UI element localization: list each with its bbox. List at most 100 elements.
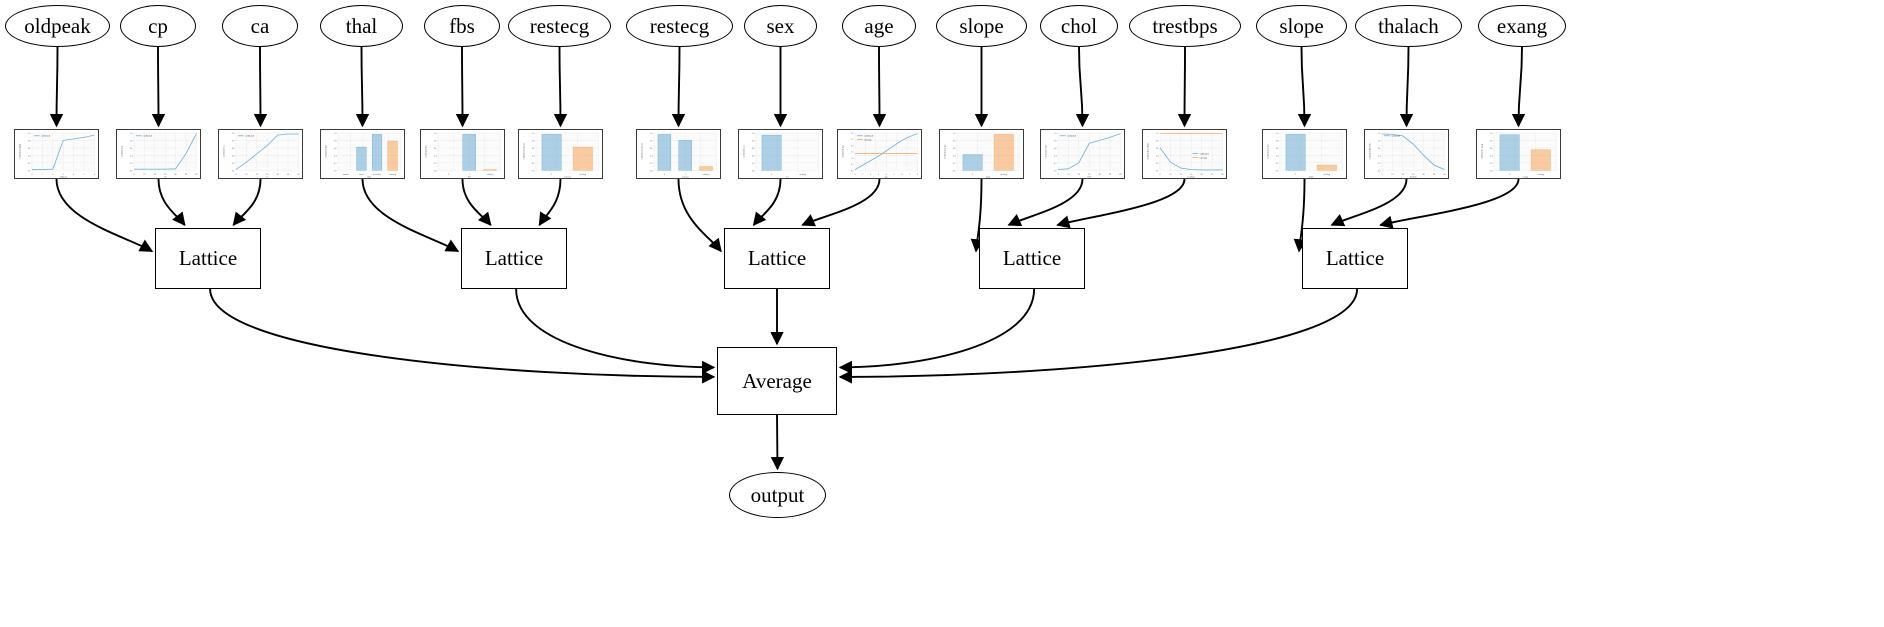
svg-text:calibrated trestbps: calibrated trestbps bbox=[1148, 143, 1150, 160]
feature-node-13[interactable]: thalach bbox=[1355, 5, 1462, 47]
svg-text:60: 60 bbox=[1221, 174, 1223, 176]
svg-text:normal: normal bbox=[343, 174, 349, 176]
svg-text:0.2: 0.2 bbox=[1276, 163, 1279, 165]
svg-text:oldpeak: oldpeak bbox=[60, 177, 68, 178]
svg-text:0: 0 bbox=[1381, 174, 1382, 176]
svg-text:calibrated age: calibrated age bbox=[842, 145, 845, 158]
svg-text:0.4: 0.4 bbox=[232, 155, 236, 157]
svg-text:calibrated chol: calibrated chol bbox=[1046, 144, 1048, 158]
feature-node-2[interactable]: ca bbox=[222, 5, 298, 47]
feature-node-0[interactable]: oldpeak bbox=[5, 5, 110, 47]
svg-text:calibrated: calibrated bbox=[143, 136, 153, 138]
average-node[interactable]: Average bbox=[717, 347, 837, 415]
feature-node-8[interactable]: age bbox=[842, 5, 916, 47]
svg-text:thal: thal bbox=[367, 177, 371, 178]
svg-text:1.0: 1.0 bbox=[851, 158, 854, 160]
feature-label: exang bbox=[1496, 13, 1548, 38]
feature-node-11[interactable]: trestbps bbox=[1129, 5, 1241, 47]
svg-text:0.8: 0.8 bbox=[1156, 140, 1159, 142]
svg-text:2: 2 bbox=[870, 174, 871, 176]
lattice-node-4[interactable]: Lattice bbox=[1302, 228, 1408, 289]
svg-text:0.6: 0.6 bbox=[1054, 148, 1057, 150]
feature-label: trestbps bbox=[1152, 13, 1218, 38]
svg-text:0: 0 bbox=[771, 174, 772, 176]
lattice-label: Lattice bbox=[1325, 246, 1385, 270]
lattice-node-3[interactable]: Lattice bbox=[979, 228, 1085, 289]
svg-text:0.6: 0.6 bbox=[28, 148, 31, 150]
svg-text:0.4: 0.4 bbox=[434, 155, 438, 157]
feature-node-9[interactable]: slope bbox=[936, 5, 1027, 47]
svg-text:40: 40 bbox=[1099, 174, 1101, 176]
svg-text:0.6: 0.6 bbox=[130, 148, 133, 150]
average-label: Average bbox=[742, 368, 812, 393]
feature-node-3[interactable]: thal bbox=[320, 5, 403, 47]
svg-text:calibrated restecg: calibrated restecg bbox=[523, 143, 526, 160]
svg-text:0.4: 0.4 bbox=[532, 155, 536, 157]
svg-text:30: 30 bbox=[1190, 174, 1192, 176]
svg-text:60: 60 bbox=[1443, 174, 1445, 176]
feature-node-4[interactable]: fbs bbox=[424, 5, 500, 47]
svg-text:0.0: 0.0 bbox=[1378, 170, 1381, 172]
svg-text:30: 30 bbox=[1412, 174, 1414, 176]
svg-text:chol: chol bbox=[1087, 177, 1091, 178]
feature-node-7[interactable]: sex bbox=[744, 5, 817, 47]
svg-text:0.8: 0.8 bbox=[1378, 140, 1381, 142]
svg-text:0: 0 bbox=[235, 174, 236, 176]
svg-text:0.2: 0.2 bbox=[232, 163, 235, 165]
svg-text:40: 40 bbox=[175, 174, 177, 176]
svg-text:exang: exang bbox=[1522, 176, 1528, 178]
lattice-node-1[interactable]: Lattice bbox=[461, 228, 567, 289]
svg-text:1.0: 1.0 bbox=[1378, 133, 1381, 135]
svg-text:0.0: 0.0 bbox=[1276, 170, 1279, 172]
svg-text:ca: ca bbox=[266, 177, 268, 178]
feature-node-14[interactable]: exang bbox=[1478, 5, 1566, 47]
feature-node-5[interactable]: restecg bbox=[508, 5, 611, 47]
feature-node-1[interactable]: cp bbox=[120, 5, 196, 47]
svg-text:0.4: 0.4 bbox=[28, 155, 32, 157]
svg-text:missing: missing bbox=[1538, 173, 1546, 176]
svg-text:10: 10 bbox=[245, 174, 247, 176]
svg-text:calibrated: calibrated bbox=[1067, 136, 1077, 138]
svg-text:0.2: 0.2 bbox=[953, 163, 956, 165]
svg-text:10: 10 bbox=[143, 174, 145, 176]
svg-text:slope: slope bbox=[986, 177, 991, 178]
feature-node-10[interactable]: chol bbox=[1040, 5, 1118, 47]
svg-text:0.2: 0.2 bbox=[752, 163, 755, 165]
svg-text:30: 30 bbox=[266, 174, 268, 176]
svg-text:trestbps: trestbps bbox=[1188, 177, 1195, 178]
svg-text:60: 60 bbox=[195, 174, 197, 176]
feature-label: slope bbox=[959, 13, 1004, 38]
svg-text:missing: missing bbox=[864, 139, 872, 142]
feature-node-12[interactable]: slope bbox=[1256, 5, 1347, 47]
svg-text:1.0: 1.0 bbox=[1054, 133, 1057, 135]
svg-text:calibrated exang: calibrated exang bbox=[1481, 143, 1484, 159]
lattice-node-2[interactable]: Lattice bbox=[724, 228, 830, 289]
svg-text:calibrated fbs: calibrated fbs bbox=[425, 145, 428, 158]
feature-node-6[interactable]: restecg bbox=[626, 5, 733, 47]
lattice-node-0[interactable]: Lattice bbox=[155, 228, 261, 289]
svg-text:2.0: 2.0 bbox=[851, 145, 854, 147]
svg-text:0.6: 0.6 bbox=[1156, 148, 1159, 150]
svg-text:30: 30 bbox=[164, 174, 166, 176]
svg-text:missing: missing bbox=[1200, 156, 1208, 159]
svg-text:20: 20 bbox=[1078, 174, 1080, 176]
svg-text:5: 5 bbox=[893, 174, 894, 176]
output-node[interactable]: output bbox=[729, 472, 826, 518]
